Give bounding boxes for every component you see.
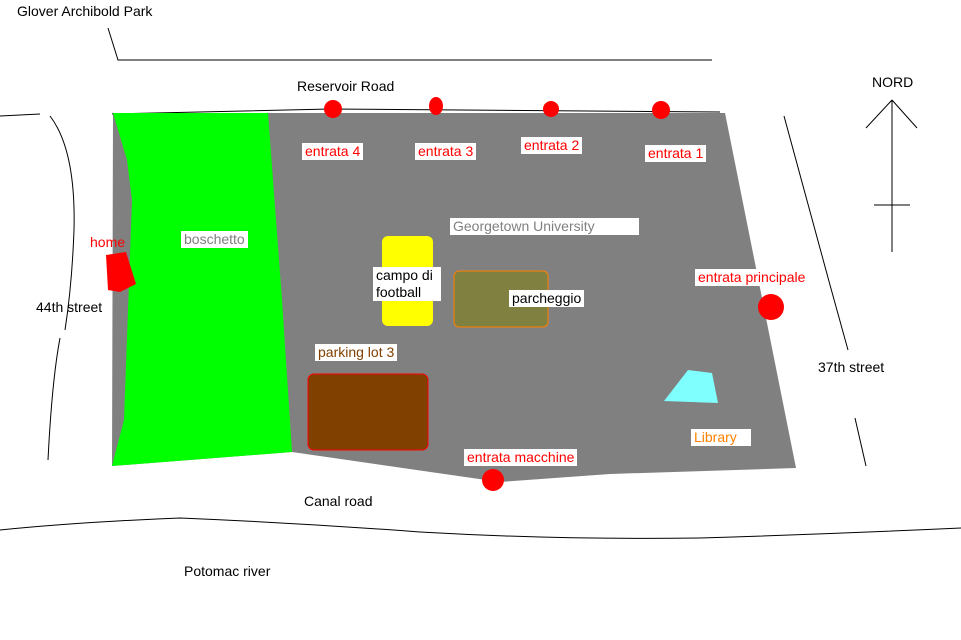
entrance-2-label: entrata 2 xyxy=(521,137,583,154)
street-44-west-line-lower xyxy=(47,337,61,461)
home-label: home xyxy=(90,234,126,250)
main-entrance-label: entrata principale xyxy=(695,269,809,286)
parking-lot-3-label: parking lot 3 xyxy=(315,344,398,361)
entrance-3-dot xyxy=(429,97,443,115)
reservoir-road-label: Reservoir Road xyxy=(297,78,395,94)
park-label: Glover Archibold Park xyxy=(17,3,153,19)
woods-area xyxy=(112,113,292,466)
entrance-4-dot xyxy=(324,100,342,118)
north-label: NORD xyxy=(872,74,914,90)
woods-label: boschetto xyxy=(181,231,248,248)
street-37-east-line xyxy=(783,115,849,351)
entrance-2-dot xyxy=(543,101,559,117)
parking-label: parcheggio xyxy=(509,290,585,307)
north-arrow-icon xyxy=(865,99,918,252)
street-37-label: 37th street xyxy=(818,359,885,375)
library-label: Library xyxy=(691,429,751,446)
library-shape xyxy=(664,370,718,403)
street-44-west-line xyxy=(49,115,75,331)
home-shape xyxy=(106,252,136,292)
parking-lot-3-area xyxy=(307,373,429,451)
entrance-1-dot xyxy=(652,101,670,119)
river-bank-line xyxy=(0,517,961,539)
street-37-east-line-lower xyxy=(854,417,867,467)
entrance-4-label: entrata 4 xyxy=(302,143,364,160)
football-field-label: campo di football xyxy=(373,267,441,301)
main-entrance-dot xyxy=(758,294,784,320)
canal-road-label: Canal road xyxy=(304,493,373,509)
car-entrance-dot xyxy=(482,469,504,491)
entrance-3-label: entrata 3 xyxy=(415,143,477,160)
university-label: Georgetown University xyxy=(450,218,639,235)
park-boundary-line xyxy=(107,27,712,61)
entrance-1-label: entrata 1 xyxy=(645,145,707,162)
river-label: Potomac river xyxy=(184,563,271,579)
street-44-label: 44th street xyxy=(36,299,103,315)
car-entrance-label: entrata macchine xyxy=(464,449,578,466)
